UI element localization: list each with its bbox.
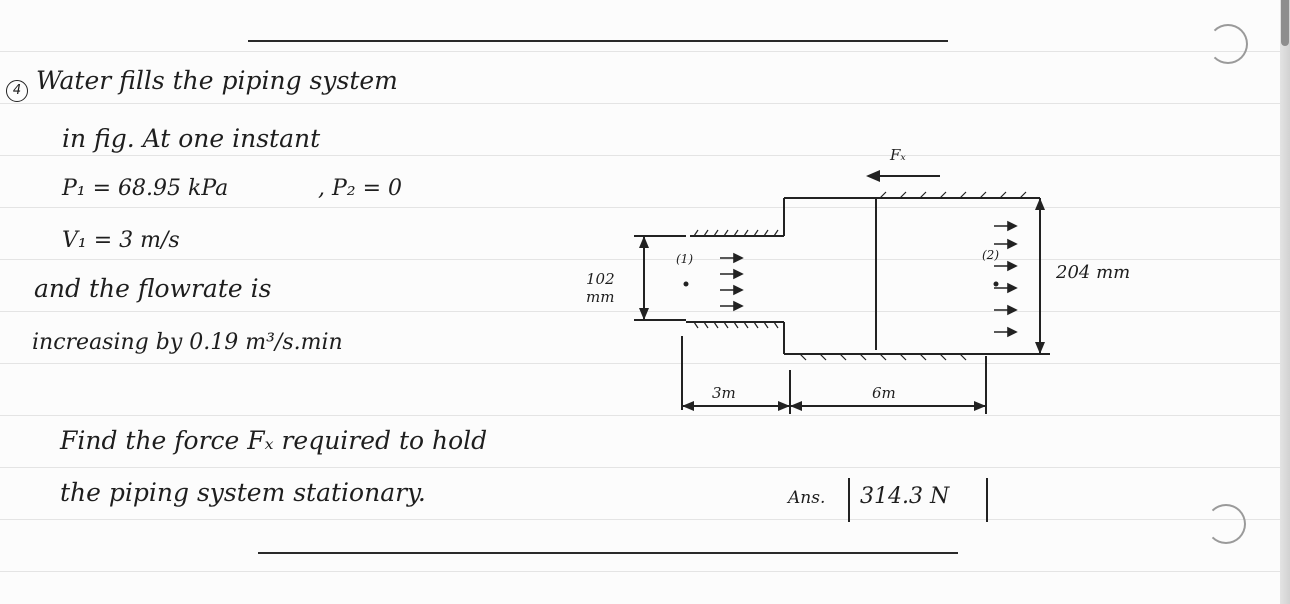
question-number: 4 <box>6 80 28 102</box>
pressure-p2: , P₂ = 0 <box>318 176 403 201</box>
length-2-label: 6m <box>872 384 896 402</box>
answer-value: 314.3 N <box>860 484 950 509</box>
problem-line-6: increasing by 0.19 m³/s.min <box>32 330 343 355</box>
bottom-rule <box>258 552 958 554</box>
top-rule <box>248 40 948 42</box>
station-2-label: (2) <box>982 248 999 262</box>
small-diameter-value: 102 <box>586 270 615 288</box>
velocity-v1: V₁ = 3 m/s <box>62 228 180 253</box>
binder-hole-bottom <box>1206 504 1246 544</box>
pressure-p1: P₁ = 68.95 kPa <box>62 176 229 201</box>
answer-label: Ans. <box>788 488 826 508</box>
binder-hole-top <box>1208 24 1248 64</box>
large-diameter-label: 204 mm <box>1056 262 1131 283</box>
problem-line-1: Water fills the piping system <box>36 66 398 95</box>
station-1-label: (1) <box>676 252 693 266</box>
small-diameter-unit: mm <box>586 288 615 306</box>
force-label: Fₓ <box>890 146 906 164</box>
problem-line-5: and the flowrate is <box>34 274 272 303</box>
problem-line-2: in fig. At one instant <box>62 124 321 153</box>
answer-bracket <box>848 478 988 522</box>
problem-line-7: Find the force Fₓ required to hold <box>60 426 488 455</box>
problem-line-8: the piping system stationary. <box>60 478 426 507</box>
length-1-label: 3m <box>712 384 736 402</box>
scrollbar-track[interactable] <box>1280 0 1290 604</box>
scrollbar-thumb[interactable] <box>1281 0 1289 46</box>
